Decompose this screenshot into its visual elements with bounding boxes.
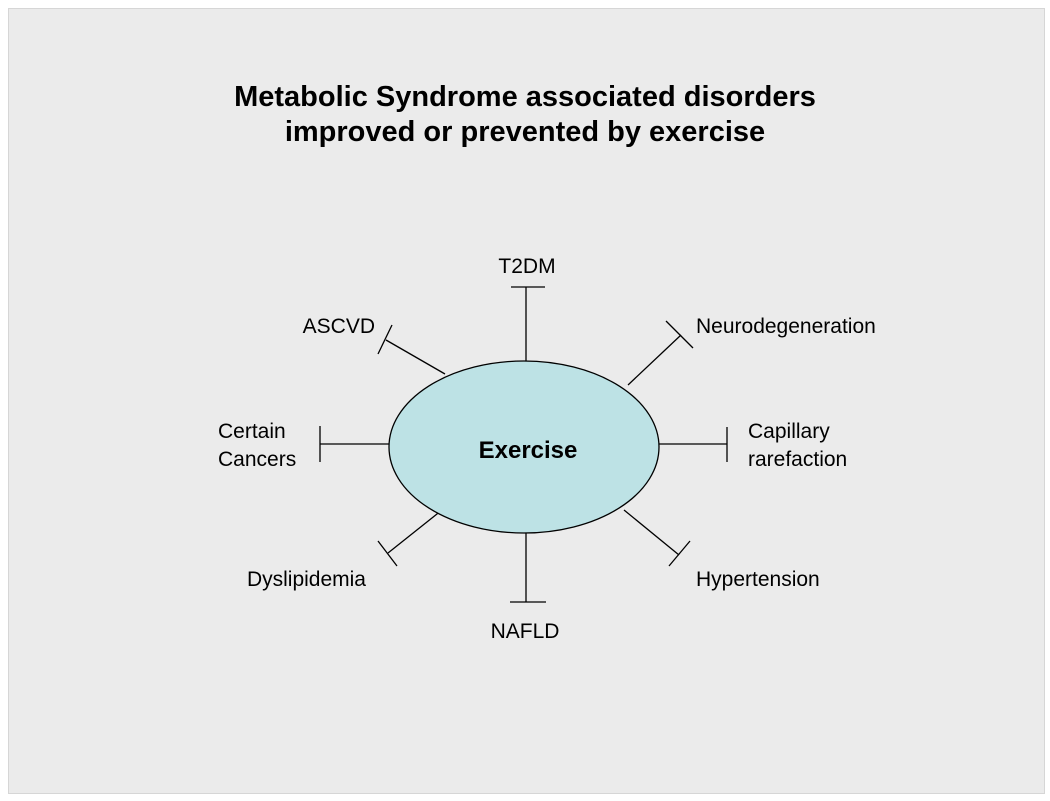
diagram-title: Metabolic Syndrome associated disorders … [0,80,1050,150]
node-t2dm-line-1: T2DM [498,255,555,278]
node-t2dm-label: T2DM [498,255,555,278]
node-ascvd-label: ASCVD [303,315,375,338]
node-cancers-line-2: Cancers [218,448,296,471]
edge-dyslipidemia [377,509,443,567]
node-neuro-line-1: Neurodegeneration [696,315,876,338]
node-neuro-label: Neurodegeneration [696,315,876,338]
node-capillary-line-1: Capillary [748,420,830,443]
edge-hypertension [623,509,691,567]
node-dyslipidemia-line-1: Dyslipidemia [247,568,366,591]
edge-neuro [627,320,694,386]
edge-cancers [319,426,389,462]
exercise-ellipse [388,360,660,534]
edge-capillary [658,427,728,462]
edge-nafld [510,532,546,603]
edge-t2dm [511,286,545,369]
node-nafld-line-1: NAFLD [491,620,560,643]
node-capillary-label: Capillary rarefaction [748,420,847,471]
node-ascvd-line-1: ASCVD [303,315,375,338]
title-line-2: improved or prevented by exercise [284,116,766,148]
node-capillary-line-2: rarefaction [748,448,847,471]
edge-ascvd [377,324,446,375]
node-cancers-label: Certain Cancers [218,420,296,471]
node-dyslipidemia-label: Dyslipidemia [247,568,366,591]
exercise-label: Exercise [479,437,578,464]
node-cancers-line-1: Certain [218,420,286,443]
node-nafld-label: NAFLD [491,620,560,643]
title-line-1: Metabolic Syndrome associated disorders [234,81,816,113]
node-hypertension-label: Hypertension [696,568,820,591]
node-hypertension-line-1: Hypertension [696,568,820,591]
inhibition-edges [319,286,728,603]
